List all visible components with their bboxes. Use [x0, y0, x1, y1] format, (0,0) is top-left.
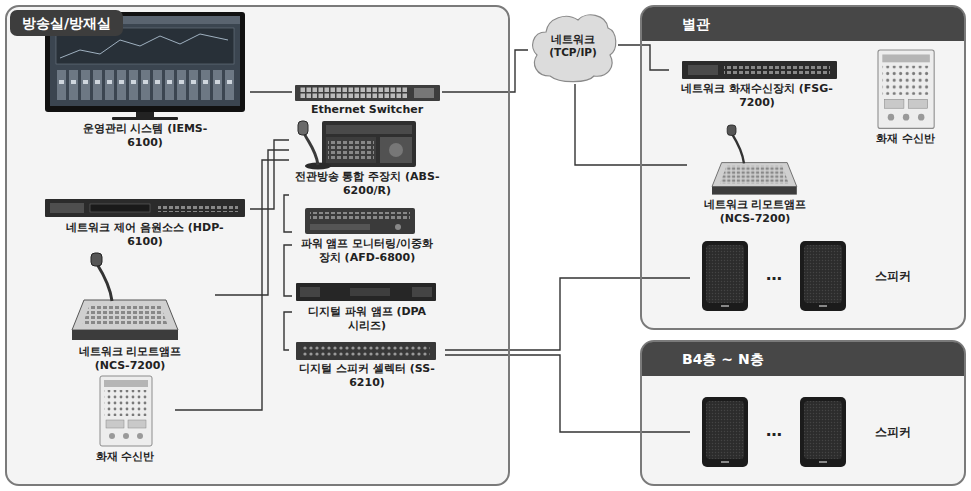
connector-line — [284, 312, 292, 350]
node-label: 디지털 스피커 셀렉터 (SS-6210) — [292, 362, 442, 391]
node-label: 네트워크 제어 음원소스 (HDP-6100) — [65, 221, 225, 250]
connector-line — [175, 160, 289, 410]
amp-monitor-illustration — [305, 208, 415, 234]
speaker-illustration — [702, 397, 748, 467]
speaker-illustration — [800, 241, 846, 311]
panel-heading: 별관 — [642, 7, 964, 41]
panel-ground — [5, 5, 510, 486]
label-holder: … — [766, 421, 782, 440]
power-amp-device: 디지털 파워 앰프 (DPA 시리즈) — [292, 280, 442, 337]
node-label: 네트워크 리모트앰프 (NCS-7200) — [65, 345, 195, 374]
connector-line — [250, 91, 292, 92]
remote-amp-illustration — [72, 253, 178, 340]
node-label: 파워 앰프 모니터링/이중화 장치 (AFD-6800) — [296, 237, 438, 266]
node-label: 네트워크 리모트앰프 (NCS-7200) — [690, 198, 820, 227]
building-panel: 별관네트워크 화재수신장치 (FSG-7200) 화재 수신반네트워크 리모트앰프… — [640, 5, 966, 330]
node-label: 디지털 파워 앰프 (DPA 시리즈) — [302, 305, 432, 334]
speaker-illustration — [702, 241, 748, 311]
speaker-illustration — [800, 397, 846, 467]
switch-device: Ethernet Switcher — [292, 82, 442, 121]
connector-line — [284, 245, 292, 296]
panel-ground — [640, 5, 966, 330]
power-amp-illustration — [296, 283, 436, 301]
node-label: 전관방송 통합 주장치 (ABS-6200/R) — [292, 170, 442, 199]
panel-heading: B4층 ~ N층 — [642, 342, 964, 376]
switch-illustration — [295, 85, 440, 101]
fire-receiver-illustration — [682, 61, 837, 79]
fire-receiver-device: 네트워크 화재수신장치 (FSG-7200) — [669, 58, 845, 114]
speaker-group: 스피커 — [690, 392, 940, 474]
audio-source-illustration — [45, 199, 245, 217]
connector-line — [575, 84, 687, 165]
node-label: 스피커 — [875, 269, 911, 285]
node-label: 네트워크 화재수신장치 (FSG-7200) — [672, 82, 842, 111]
ellipsis-mark: … — [766, 421, 782, 440]
main-unit-device: 전관방송 통합 주장치 (ABS-6200/R) — [289, 118, 445, 202]
fire-panel-device: 화재 수신반 — [858, 46, 953, 150]
node-label: Ethernet Switcher — [311, 103, 423, 117]
speaker-selector-illustration — [296, 342, 436, 360]
fire-panel-illustration — [100, 376, 152, 446]
node-label: 화재 수신반 — [96, 450, 155, 464]
connector-line — [442, 50, 528, 92]
node-label: 화재 수신반 — [876, 132, 935, 146]
fire-panel-device: 화재 수신반 — [75, 372, 175, 468]
panel-ground — [640, 340, 966, 486]
remote-amp-device: 네트워크 리모트앰프 (NCS-7200) — [687, 118, 823, 230]
audio-source-device: 네트워크 제어 음원소스 (HDP-6100) — [40, 196, 250, 253]
speaker-selector-device: 디지털 스피커 셀렉터 (SS-6210) — [289, 340, 445, 394]
ellipsis-mark: … — [766, 265, 782, 284]
remote-amp-illustration — [712, 125, 797, 195]
cloud-outline — [533, 15, 616, 82]
node-label: 스피커 — [875, 425, 911, 441]
monitor-device: 운영관리 시스템 (IEMS-6100) — [40, 10, 250, 154]
network-cloud: 네트워크 (TCP/IP) — [528, 8, 618, 84]
main-unit-illustration — [298, 121, 416, 170]
room-panel: 방송실/방재실운영관리 시스템 (IEMS-6100) Ethernet Swit… — [5, 5, 510, 486]
node-label: 네트워크 (TCP/IP) — [541, 33, 605, 59]
node-label: 운영관리 시스템 (IEMS-6100) — [80, 122, 210, 151]
speaker-group: 스피커 — [690, 236, 940, 318]
connector-line — [618, 45, 669, 70]
floor-panel: B4층 ~ N층스피커 — [640, 340, 966, 486]
remote-amp-device: 네트워크 리모트앰프 (NCS-7200) — [45, 252, 215, 377]
connector-line — [215, 150, 289, 295]
label-holder: … — [766, 265, 782, 284]
panel-heading: 방송실/방재실 — [10, 10, 123, 36]
fire-panel-illustration — [878, 50, 934, 128]
amp-monitor-device: 파워 앰프 모니터링/이중화 장치 (AFD-6800) — [292, 205, 442, 269]
connector-line — [284, 195, 292, 232]
